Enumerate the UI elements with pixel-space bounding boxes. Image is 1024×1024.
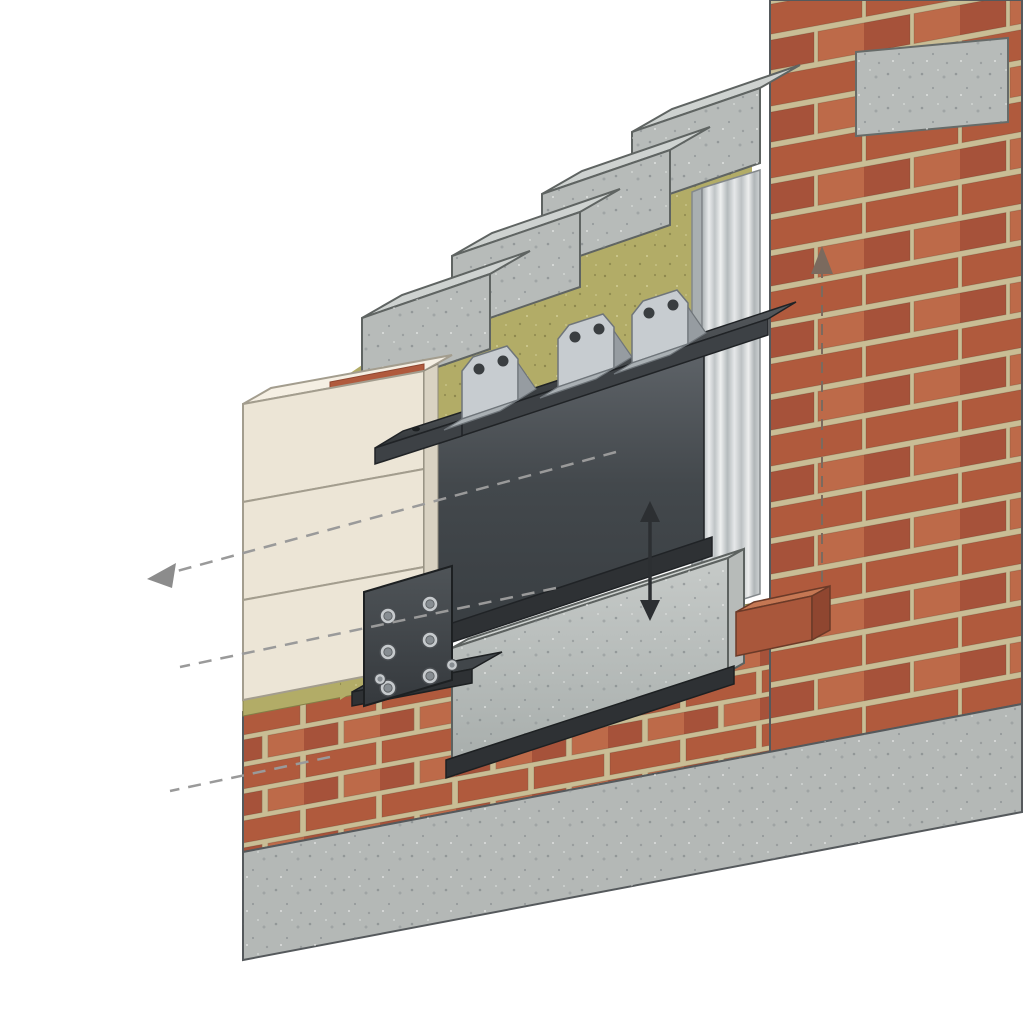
guide-arrowhead-up [811,246,833,274]
base-plate-bolt [445,658,459,672]
end-plate-bolt [421,595,439,613]
brick-angle-special [735,584,831,657]
end-plate-bolt [379,643,397,661]
dashed-leader-line [169,755,331,793]
padstone-texture [452,558,728,762]
padstone-texture [856,38,1008,136]
double-arrow-head-up [640,501,660,522]
annotations [147,246,833,793]
step-texture [362,274,490,393]
wall-padstone-block [855,36,1009,138]
leader-arrowhead [147,563,176,588]
end-plate-bolt [421,667,439,685]
base-plate-bolt [373,672,387,686]
footing-texture [243,704,1022,960]
concrete-padstone [445,547,745,780]
bearing-plate [445,664,735,780]
end-plate-bolt [421,631,439,649]
angle-side-face [811,584,831,642]
beam-flange-tip [374,402,491,466]
beam-end-connection [351,564,503,708]
double-arrow-head-down [640,600,660,621]
stepped-concrete-blocks [361,64,801,395]
dashed-leader-line [179,586,557,669]
dashed-leader-line [165,450,617,576]
beam-top-flange-front [374,418,463,466]
flange-hole [412,426,420,432]
